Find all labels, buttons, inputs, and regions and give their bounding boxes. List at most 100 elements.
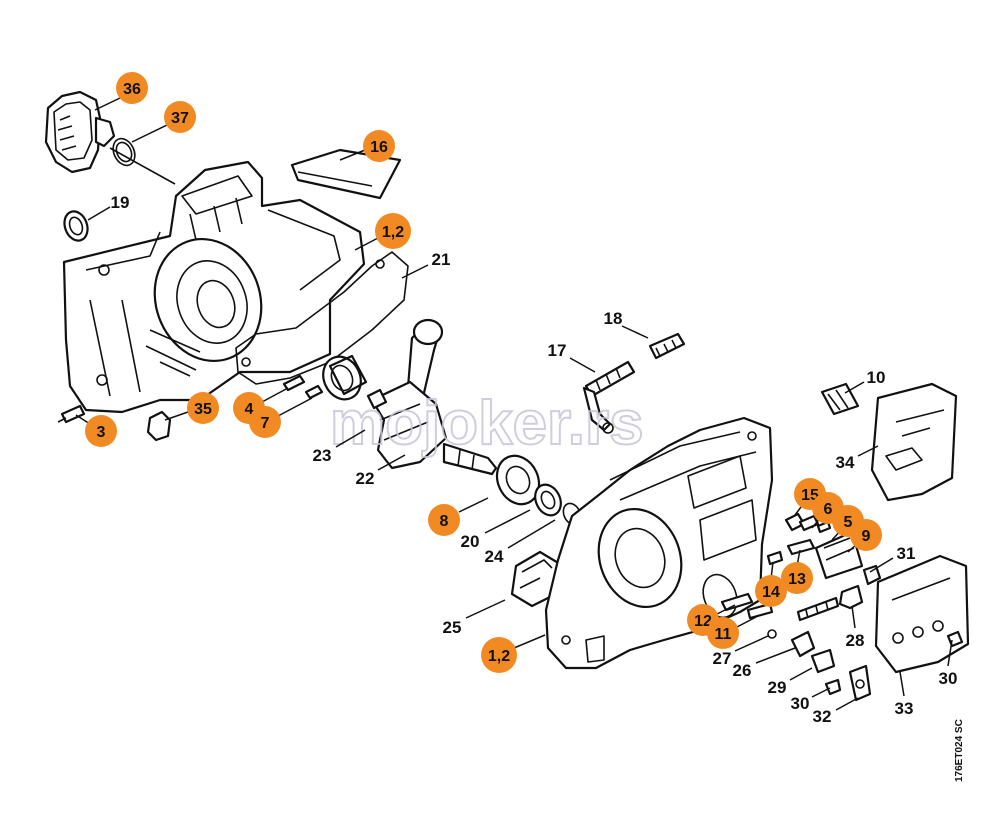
part-28-31-clips	[838, 564, 882, 610]
part-number-label: 1,2	[488, 648, 510, 665]
part-11-12-screws	[720, 592, 840, 622]
callout-c13: 13	[781, 549, 813, 594]
callout-c14: 14	[755, 561, 787, 607]
part-number-label: 36	[123, 81, 141, 98]
leader-line	[131, 124, 168, 143]
callout-c7: 7	[249, 397, 313, 438]
highlight-badge	[249, 406, 281, 438]
part-number-label: 32	[813, 707, 832, 726]
part-number-label: 26	[733, 661, 752, 680]
highlight-badge	[781, 562, 813, 594]
leader-line	[458, 497, 489, 513]
part-number-label: 10	[867, 368, 886, 387]
watermark-text: mojoker.rs	[330, 389, 644, 458]
part-number-label: 25	[443, 618, 462, 637]
leader-line	[789, 667, 813, 681]
leader-line	[354, 237, 379, 251]
highlight-badge	[116, 72, 148, 104]
leader-line	[164, 411, 189, 421]
highlight-badge	[363, 130, 395, 162]
part-30-screw	[946, 630, 964, 648]
part-number-label: 11	[715, 626, 732, 643]
leader-line	[734, 635, 769, 652]
callout-c24: 24	[485, 519, 556, 566]
part-19-oil-seal	[63, 210, 89, 242]
part-number-label: 33	[895, 699, 914, 718]
part-number-label: 22	[356, 469, 375, 488]
callout-c20: 20	[461, 509, 531, 551]
callout-c34: 34	[836, 445, 879, 472]
part-number-label: 30	[791, 694, 810, 713]
part-number-label: 17	[548, 341, 567, 360]
part-number-label: 19	[111, 193, 130, 212]
callout-c8: 8	[428, 497, 489, 536]
leader-line	[569, 357, 596, 373]
part-35-cap	[146, 410, 172, 442]
leader-line	[844, 381, 865, 394]
figure-code: 176ET024 SC	[954, 719, 965, 782]
part-number-label: 6	[824, 501, 833, 518]
part-number-label: 27	[713, 649, 732, 668]
part-number-label: 1,2	[382, 224, 404, 241]
part-34-cover-plate	[870, 382, 958, 502]
callout-c9: 9	[847, 519, 882, 553]
part-number-label: 23	[313, 446, 332, 465]
leader-line	[811, 687, 831, 698]
leader-line	[513, 634, 546, 649]
callout-c28: 28	[846, 605, 865, 650]
part-number-label: 4	[245, 401, 254, 418]
part-23-bearing	[322, 354, 368, 401]
callout-c17: 17	[548, 341, 596, 373]
leader-line	[947, 639, 953, 667]
part-number-label: 12	[694, 613, 712, 630]
highlight-badge	[187, 392, 219, 424]
part-number-label: 30	[939, 669, 958, 688]
part-number-label: 21	[432, 250, 451, 269]
callout-c30a: 30	[791, 687, 831, 713]
callout-c11: 11	[707, 615, 759, 649]
leader-line	[869, 557, 894, 573]
callout-c10: 10	[844, 368, 886, 394]
callout-c31: 31	[869, 544, 915, 573]
highlight-badge	[707, 617, 739, 649]
part-3-screw	[57, 404, 86, 424]
part-37-o-ring	[112, 137, 136, 167]
part-number-label: 29	[768, 678, 787, 697]
leader-line	[277, 397, 313, 417]
part-number-label: 28	[846, 631, 865, 650]
part-36-starter-unit	[44, 90, 176, 185]
leader-line	[335, 429, 366, 448]
leader-line	[851, 605, 856, 629]
callout-c22: 22	[356, 454, 406, 488]
callout-c27: 27	[713, 635, 769, 668]
highlight-badge	[375, 213, 411, 249]
highlight-badge	[164, 101, 196, 133]
leader-line	[465, 599, 506, 619]
callout-c25: 25	[443, 599, 506, 637]
part-number-label: 14	[762, 584, 780, 601]
part-number-label: 7	[261, 415, 270, 432]
part-26-27-29-30-32-hardware	[767, 629, 872, 702]
leader-line	[484, 509, 531, 534]
part-20-oil-seal	[534, 483, 562, 517]
callout-c21: 21	[401, 250, 451, 279]
leader-line	[401, 264, 429, 279]
part-number-label: 20	[461, 532, 480, 551]
leader-line	[339, 149, 366, 161]
leader-line	[716, 604, 736, 615]
part-number-label: 16	[370, 139, 388, 156]
callout-c29: 29	[768, 667, 813, 697]
leader-line	[857, 445, 879, 457]
part-number-label: 9	[862, 528, 871, 545]
part-1-2-crankcase-right	[544, 416, 774, 670]
part-33-cover-plate	[874, 554, 970, 674]
leader-line	[621, 325, 649, 339]
highlight-badge	[755, 575, 787, 607]
callout-c12b: 1,2	[481, 634, 546, 673]
callout-c23: 23	[313, 429, 366, 465]
highlight-badge	[850, 519, 882, 551]
callout-c12a: 1,2	[354, 213, 411, 251]
highlight-badge	[481, 637, 517, 673]
leader-line	[755, 647, 796, 664]
part-13-14-pins	[766, 538, 816, 566]
